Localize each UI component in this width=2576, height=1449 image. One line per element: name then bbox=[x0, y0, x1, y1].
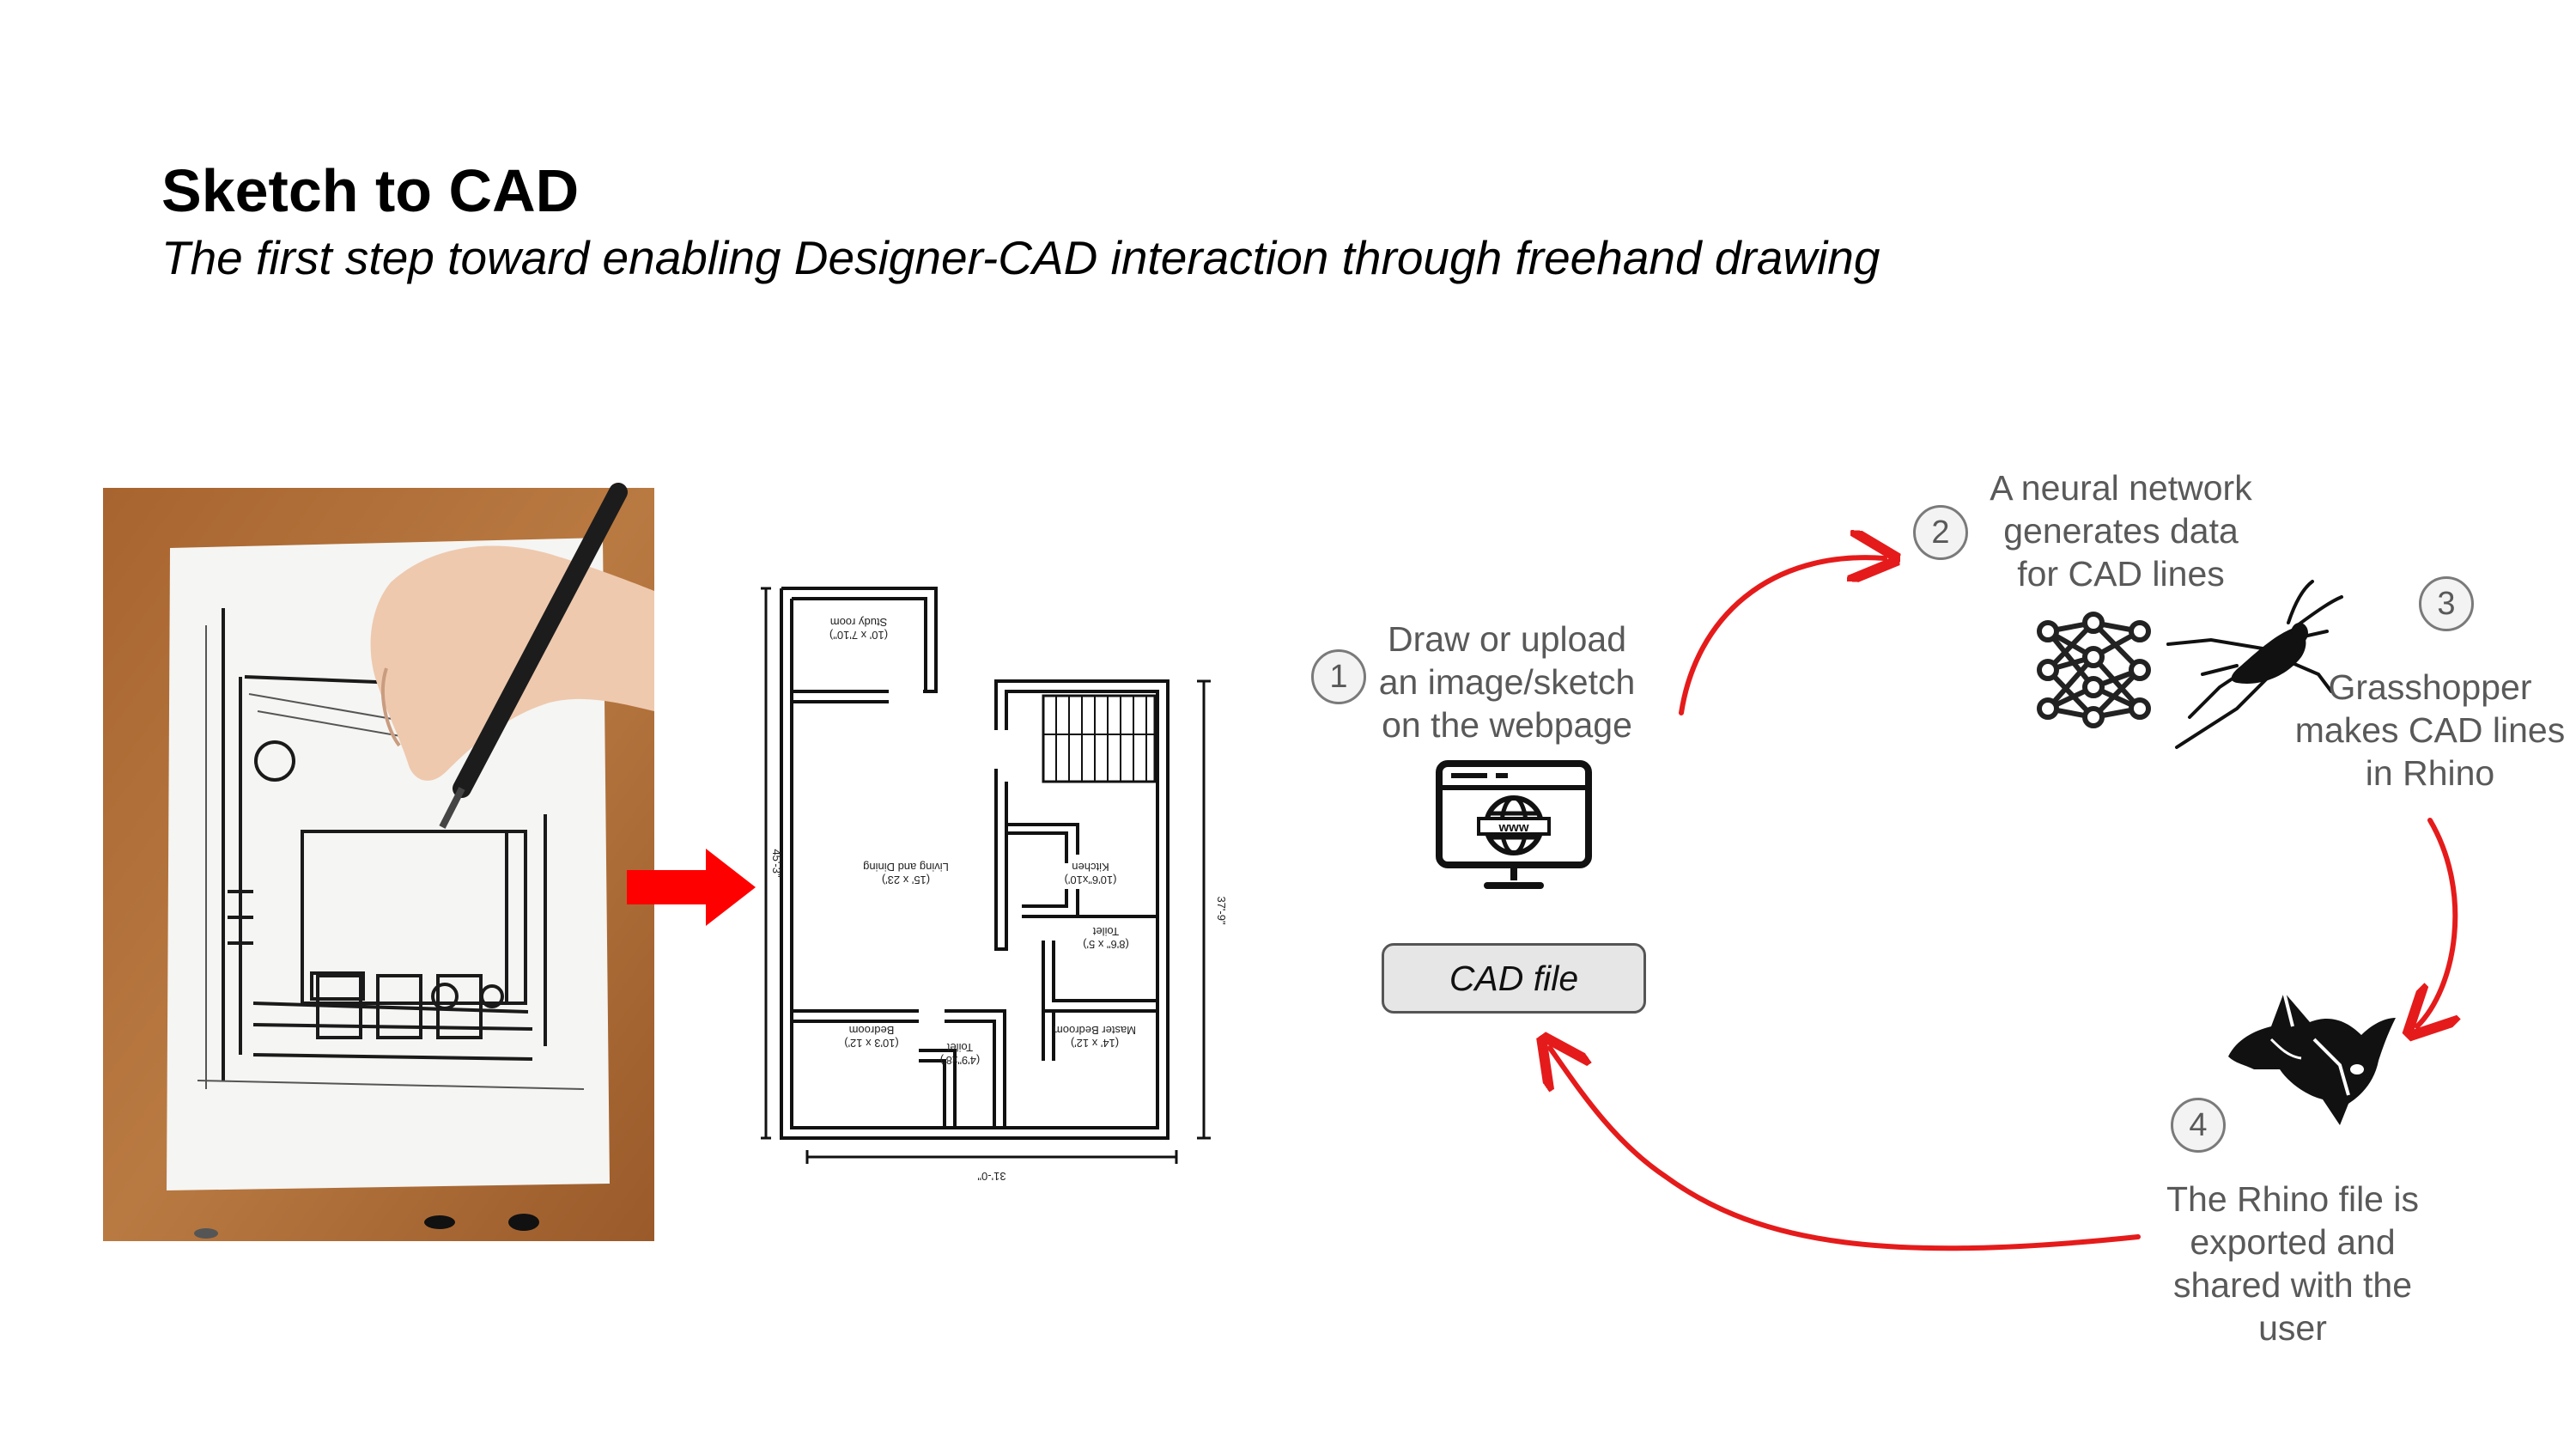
right-arrow-icon bbox=[627, 849, 756, 926]
step-4-line-2: exported and bbox=[2190, 1222, 2396, 1262]
arrow-4-to-cad bbox=[1550, 1048, 2141, 1251]
dimension-label: 31'-0" bbox=[977, 1170, 1006, 1183]
step-1-line-3: on the webpage bbox=[1382, 705, 1632, 745]
floor-plan: (10' x 7'10") Study room (15' x 23') Liv… bbox=[747, 580, 1235, 1183]
step-3-line-2: makes CAD lines bbox=[2294, 710, 2566, 750]
room-label: (10'3 x 12') bbox=[844, 1037, 899, 1050]
step-3-line-1: Grasshopper bbox=[2328, 667, 2532, 707]
dimension-label: 45'-3" bbox=[770, 849, 783, 878]
room-label: (15' x 23') bbox=[882, 874, 930, 886]
arrow-3-to-4 bbox=[2417, 818, 2455, 1026]
room-label: Toilet bbox=[1092, 925, 1119, 938]
room-label: (10' x 7'10") bbox=[829, 629, 888, 642]
room-label: Bedroom bbox=[849, 1024, 895, 1037]
webpage-icon: www bbox=[1436, 760, 1592, 889]
room-label: (10'6"x10') bbox=[1065, 874, 1117, 886]
step-3-line-3: in Rhino bbox=[2365, 753, 2495, 793]
step-1-line-1: Draw or upload bbox=[1387, 619, 1627, 659]
room-label: Toilet bbox=[946, 1041, 973, 1054]
room-label: Kitchen bbox=[1072, 861, 1109, 874]
sketch-photo bbox=[103, 483, 654, 1241]
step-2-line-1: A neural network bbox=[1990, 468, 2252, 508]
dimension-label: 37'-9" bbox=[1215, 896, 1228, 925]
slide-title: Sketch to CAD bbox=[161, 157, 580, 224]
step-4-text: The Rhino file is exported and shared wi… bbox=[2147, 1178, 2439, 1349]
step-1-line-2: an image/sketch bbox=[1378, 662, 1636, 702]
cad-file-button[interactable]: CAD file bbox=[1382, 943, 1646, 1014]
step-3-number: 3 bbox=[2419, 576, 2474, 631]
neural-network-icon bbox=[2037, 612, 2151, 728]
step-1-number: 1 bbox=[1311, 649, 1366, 704]
room-label: Living and Dining bbox=[863, 861, 949, 874]
grasshopper-icon bbox=[2166, 580, 2343, 749]
step-4-line-1: The Rhino file is bbox=[2166, 1179, 2419, 1219]
slide-subtitle: The first step toward enabling Designer-… bbox=[161, 231, 1880, 284]
room-label: (4'9"x8') bbox=[940, 1054, 980, 1067]
step-1-text: Draw or upload an image/sketch on the we… bbox=[1348, 618, 1666, 746]
step-2-line-3: for CAD lines bbox=[2017, 554, 2225, 594]
room-label: Master Bedroom bbox=[1054, 1024, 1136, 1037]
step-4-number: 4 bbox=[2171, 1098, 2226, 1153]
arrow-1-to-2 bbox=[1679, 557, 1885, 715]
room-label: Study room bbox=[830, 616, 887, 629]
step-2-line-2: generates data bbox=[2003, 511, 2239, 551]
step-3-text: Grasshopper makes CAD lines in Rhino bbox=[2284, 666, 2576, 795]
room-label: (8'6" x 5') bbox=[1083, 938, 1129, 951]
step-4-line-4: user bbox=[2258, 1308, 2327, 1348]
svg-text:www: www bbox=[1498, 820, 1528, 835]
step-2-text: A neural network generates data for CAD … bbox=[1966, 466, 2275, 595]
room-label: (14' x 12') bbox=[1071, 1037, 1119, 1050]
rhino-icon bbox=[2228, 991, 2396, 1125]
step-4-line-3: shared with the bbox=[2172, 1265, 2413, 1305]
step-2-number: 2 bbox=[1913, 505, 1968, 560]
